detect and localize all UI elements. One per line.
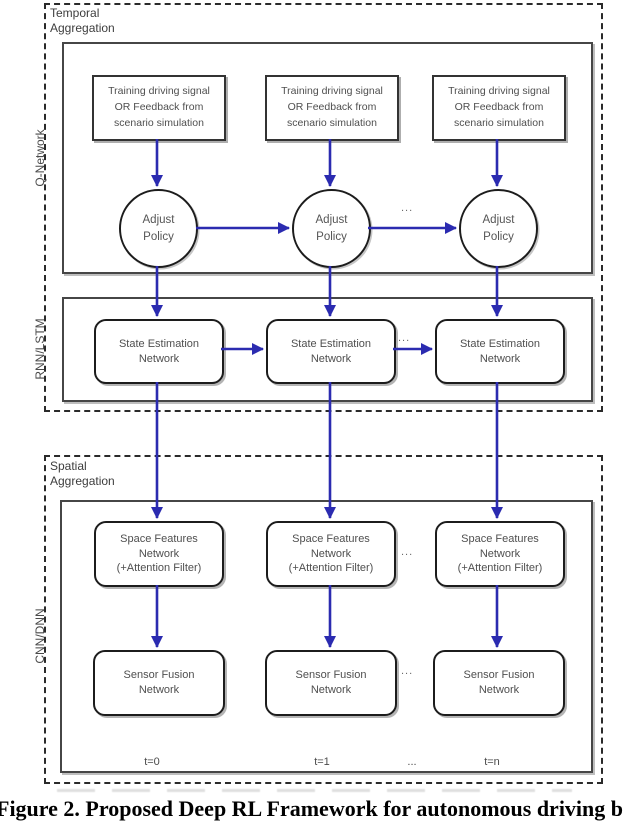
spatial-aggregation-box	[44, 455, 603, 784]
training-signal-box-1: Training driving signal OR Feedback from…	[92, 75, 226, 141]
sensor-fusion-box-1: Sensor Fusion Network	[93, 650, 225, 716]
state-estimation-box-2: State Estimation Network	[266, 319, 396, 384]
rnn-lstm-label: RNN/LSTM	[33, 318, 47, 380]
space-features-box-2: Space Features Network (+Attention Filte…	[266, 521, 396, 587]
training-signal-box-3: Training driving signal OR Feedback from…	[432, 75, 566, 141]
temporal-aggregation-label: Temporal Aggregation	[50, 6, 115, 35]
adjust-policy-circle-3: Adjust Policy	[459, 189, 538, 268]
spatial-aggregation-label: Spatial Aggregation	[50, 459, 115, 488]
temporal-aggregation-box	[44, 3, 603, 412]
figure-caption: Figure 2. Proposed Deep RL Framework for…	[0, 796, 624, 821]
adjust-policy-circle-2: Adjust Policy	[292, 189, 371, 268]
sensor-fusion-box-3: Sensor Fusion Network	[433, 650, 565, 716]
cnn-dnn-label: CNN/DNN	[33, 608, 47, 664]
state-estimation-box-1: State Estimation Network	[94, 319, 224, 384]
ghost-artifact	[57, 789, 572, 792]
ellipsis-space-row: ...	[401, 546, 414, 558]
q-network-label: Q-Network	[33, 129, 47, 187]
training-signal-box-2: Training driving signal OR Feedback from…	[265, 75, 399, 141]
sensor-fusion-box-2: Sensor Fusion Network	[265, 650, 397, 716]
time-label-t0: t=0	[144, 756, 160, 768]
ellipsis-fusion-row: ...	[401, 665, 414, 677]
space-features-box-3: Space Features Network (+Attention Filte…	[435, 521, 565, 587]
ellipsis-state-row: ...	[398, 332, 411, 344]
adjust-policy-circle-1: Adjust Policy	[119, 189, 198, 268]
ellipsis-adjust-row: ...	[401, 202, 414, 214]
state-estimation-box-3: State Estimation Network	[435, 319, 565, 384]
ellipsis-time-row: ...	[407, 756, 417, 768]
time-label-t1: t=1	[314, 756, 330, 768]
time-label-tn: t=n	[484, 756, 500, 768]
space-features-box-1: Space Features Network (+Attention Filte…	[94, 521, 224, 587]
